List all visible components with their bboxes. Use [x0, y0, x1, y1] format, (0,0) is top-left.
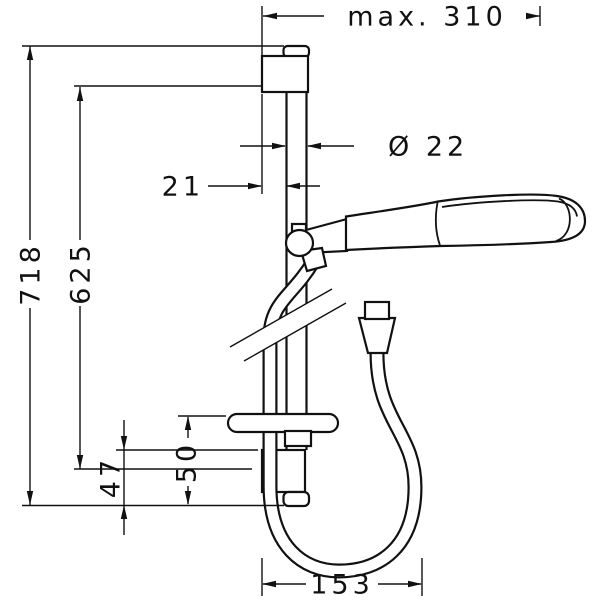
head-rim-line: [441, 199, 578, 217]
slider-knob: [284, 228, 315, 258]
arrowhead: [307, 142, 321, 150]
dim-label-153: 153: [310, 569, 374, 600]
arrowhead: [76, 87, 84, 101]
dim-718: 718: [15, 45, 284, 507]
hand-shower-head: [344, 193, 587, 252]
dim-50: 50: [171, 415, 226, 505]
arrowhead: [120, 505, 128, 519]
arrowhead: [262, 580, 276, 588]
dim-label-max-310: max. 310: [347, 1, 507, 32]
dim-label-21: 21: [162, 171, 204, 202]
dim-label-718: 718: [15, 242, 46, 306]
hose-connector-cone: [357, 316, 397, 355]
arrowhead: [120, 436, 128, 450]
arrowhead: [526, 12, 540, 20]
dimensions: max. 310 718 625 Ø 22: [15, 1, 541, 600]
arrowhead: [408, 580, 422, 588]
dim-diameter-22: Ø 22: [240, 131, 468, 162]
hose-connector-nut: [363, 300, 391, 321]
break-line-upper: [229, 288, 333, 348]
soap-dish-mount: [283, 429, 313, 448]
head-joint-line: [434, 202, 441, 246]
top-bracket: [260, 54, 310, 94]
arrowhead: [184, 416, 192, 430]
shower-assembly: [226, 44, 587, 579]
arrowhead: [184, 491, 192, 505]
dim-label-47: 47: [95, 456, 126, 498]
dim-47: 47: [95, 420, 258, 535]
arrowhead: [286, 182, 300, 190]
arrowhead: [272, 142, 286, 150]
dim-153: 153: [261, 558, 423, 600]
bar-end-cap: [282, 490, 311, 508]
dim-max-310: max. 310: [261, 1, 541, 56]
head-face-line: [555, 197, 571, 242]
arrowhead: [248, 182, 262, 190]
arrowhead: [26, 46, 34, 60]
dim-label-diameter: Ø 22: [388, 131, 468, 162]
arrowhead: [76, 455, 84, 469]
dim-21: 21: [162, 94, 320, 202]
soap-dish: [226, 412, 340, 434]
dim-625: 625: [65, 85, 262, 470]
dim-label-50: 50: [171, 441, 202, 483]
arrowhead: [26, 491, 34, 505]
dim-label-625: 625: [65, 241, 96, 305]
break-gap: [230, 289, 346, 361]
break-line-lower: [243, 302, 347, 362]
arrowhead: [263, 12, 277, 20]
